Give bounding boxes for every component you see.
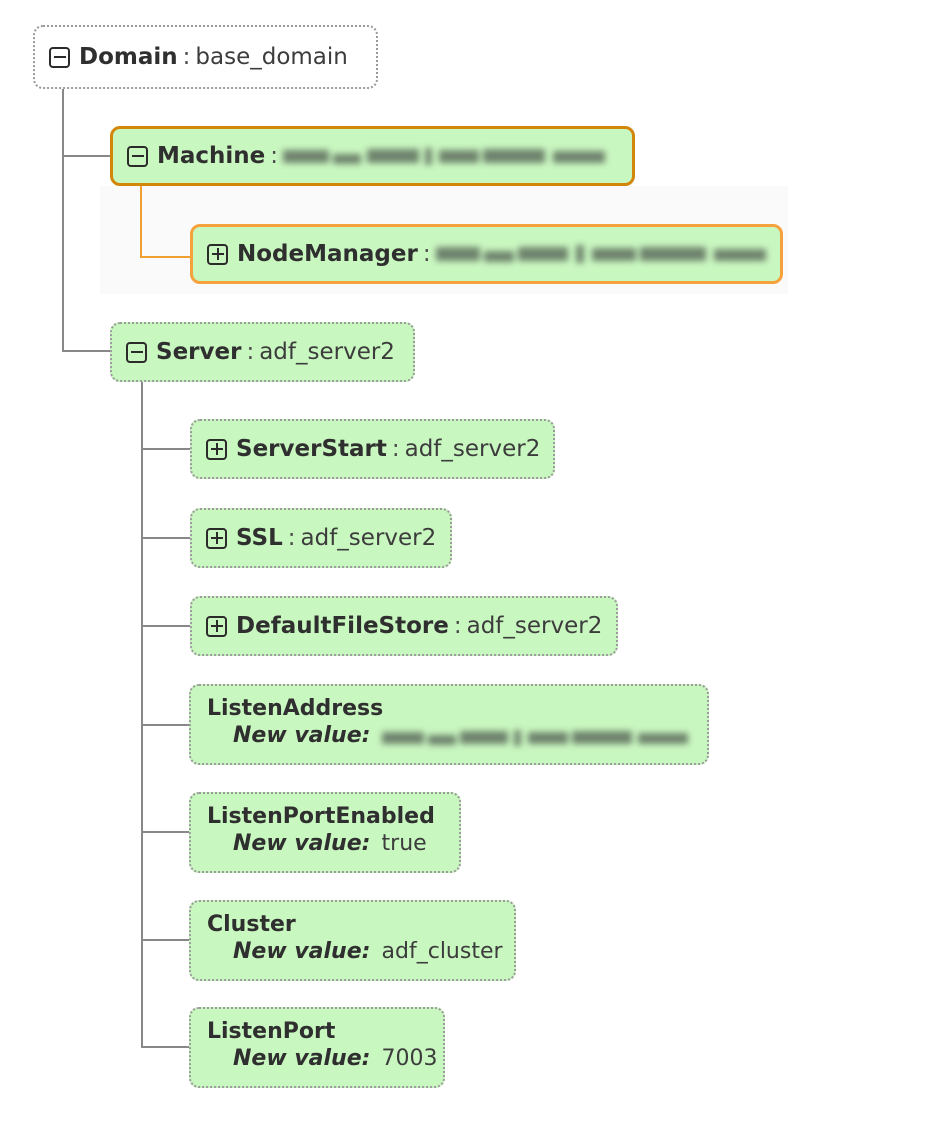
node-value-serverstart: adf_server2 [404, 436, 541, 462]
connector-server-to-serverstart [141, 448, 190, 450]
node-value-defaultfilestore: adf_server2 [466, 613, 603, 639]
tree-node-listenport[interactable]: ListenPort New value: 7003 [189, 1007, 445, 1088]
attr-value-listenport: 7003 [381, 1046, 438, 1072]
node-value-nodemanager-redacted [435, 239, 766, 269]
tree-node-ssl[interactable]: SSL : adf_server2 [190, 508, 452, 568]
node-separator: : [453, 613, 462, 639]
minus-box-icon[interactable] [126, 341, 147, 363]
tree-node-nodemanager[interactable]: NodeManager : [190, 224, 783, 284]
new-value-label: New value: [233, 939, 371, 965]
connector-machine-trunk [140, 186, 142, 258]
tree-node-machine[interactable]: Machine : [110, 126, 635, 186]
connector-server-to-listenportenabled [141, 831, 190, 833]
new-value-label: New value: [233, 831, 371, 857]
plus-box-icon[interactable] [206, 527, 227, 549]
plus-box-icon[interactable] [206, 438, 227, 460]
node-value-machine-redacted [283, 141, 613, 171]
node-separator: : [287, 525, 296, 551]
minus-box-icon[interactable] [127, 145, 148, 167]
node-key-ssl: SSL [236, 525, 283, 551]
connector-domain-trunk [62, 89, 64, 350]
connector-server-to-listenport [141, 1046, 190, 1048]
attr-value-listenaddress-redacted [381, 725, 692, 751]
node-separator: : [422, 241, 431, 267]
attr-value-listenportenabled: true [381, 831, 427, 857]
attr-name-listenaddress: ListenAddress [207, 696, 384, 721]
attr-name-cluster: Cluster [207, 912, 296, 937]
node-key-server: Server [156, 339, 242, 365]
tree-node-server[interactable]: Server : adf_server2 [110, 322, 415, 382]
tree-node-defaultfilestore[interactable]: DefaultFileStore : adf_server2 [190, 596, 618, 656]
plus-box-icon[interactable] [206, 615, 227, 637]
attr-name-listenportenabled: ListenPortEnabled [207, 804, 435, 829]
node-key-nodemanager: NodeManager [237, 241, 418, 267]
tree-node-listenaddress[interactable]: ListenAddress New value: [189, 684, 709, 765]
node-value-domain: base_domain [195, 44, 348, 70]
node-separator: : [270, 143, 279, 169]
connector-domain-to-machine [62, 155, 110, 157]
connector-server-to-cluster [141, 939, 190, 941]
tree-node-listenportenabled[interactable]: ListenPortEnabled New value: true [189, 792, 461, 873]
node-separator: : [246, 339, 255, 365]
node-value-ssl: adf_server2 [300, 525, 437, 551]
tree-node-domain[interactable]: Domain : base_domain [33, 25, 378, 89]
node-key-machine: Machine [157, 143, 266, 169]
node-key-serverstart: ServerStart [236, 436, 387, 462]
connector-machine-to-nodemanager [140, 256, 190, 258]
node-value-server: adf_server2 [259, 339, 395, 365]
attr-value-cluster: adf_cluster [381, 939, 503, 965]
node-key-defaultfilestore: DefaultFileStore [236, 613, 449, 639]
connector-server-to-listenaddress [141, 724, 190, 726]
tree-node-cluster[interactable]: Cluster New value: adf_cluster [189, 900, 516, 981]
connector-server-to-ssl [141, 537, 190, 539]
node-separator: : [391, 436, 400, 462]
new-value-label: New value: [233, 723, 371, 749]
tree-node-serverstart[interactable]: ServerStart : adf_server2 [190, 419, 555, 479]
plus-box-icon[interactable] [207, 243, 228, 265]
connector-domain-to-server [62, 350, 110, 352]
new-value-label: New value: [233, 1046, 371, 1072]
connector-server-trunk [141, 382, 143, 1048]
node-separator: : [182, 44, 191, 70]
attr-name-listenport: ListenPort [207, 1019, 336, 1044]
minus-box-icon[interactable] [49, 46, 70, 68]
node-key-domain: Domain [79, 44, 178, 70]
connector-server-to-defaultfilestore [141, 625, 190, 627]
